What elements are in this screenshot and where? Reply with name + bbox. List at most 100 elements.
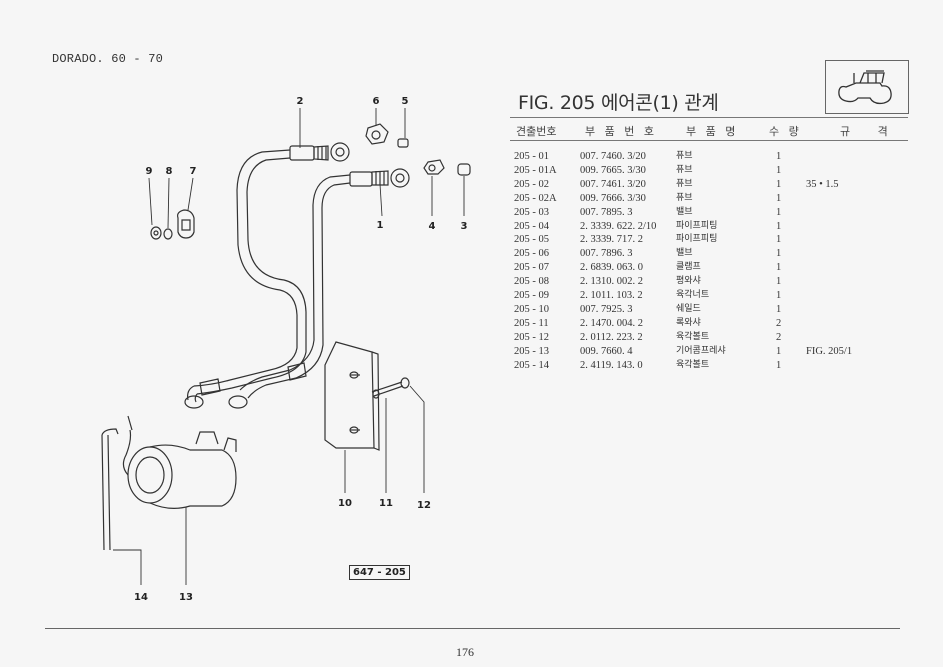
- footer-rule: [45, 628, 900, 629]
- col-header-part-number: 부 품 번 호: [585, 125, 657, 138]
- washer-8: [163, 228, 173, 240]
- part-name-cell: 평와샤: [676, 276, 701, 287]
- table-row: 205 - 09 2. 1011. 103. 2 육각너트 1: [514, 289, 906, 303]
- diagram-reference-code: 647 - 205: [349, 565, 410, 580]
- part-name-cell: 육각볼트: [676, 331, 710, 342]
- bolt-12: [371, 377, 410, 397]
- quantity-cell: 1: [776, 192, 782, 204]
- ref-cell: 205 - 06: [514, 248, 549, 260]
- part-number-cell: 007. 7461. 3/20: [580, 178, 646, 190]
- part-name-cell: 파이프피팅: [676, 234, 718, 245]
- part-name-cell: 퓨브: [676, 164, 693, 175]
- callout-2: 2: [297, 96, 304, 107]
- quantity-cell: 1: [776, 206, 782, 218]
- part-name-cell: 록와샤: [676, 317, 701, 328]
- callout-3: 3: [461, 221, 468, 232]
- callout-9: 9: [146, 166, 153, 177]
- ref-cell: 205 - 12: [514, 331, 549, 343]
- spec-cell: 35 • 1.5: [806, 178, 839, 190]
- ref-cell: 205 - 01: [514, 151, 549, 162]
- part-number-cell: 2. 0112. 223. 2: [580, 331, 643, 343]
- nut-9: [150, 226, 162, 240]
- ref-cell: 205 - 13: [514, 345, 549, 357]
- ref-cell: 205 - 03: [514, 206, 549, 218]
- spec-cell: [806, 359, 906, 373]
- spec-cell: [806, 247, 906, 261]
- quantity-cell: 1: [776, 303, 782, 315]
- callout-5: 5: [402, 96, 409, 107]
- hose-1: [228, 168, 410, 409]
- header-rule: [510, 140, 908, 141]
- part-name-cell: 육각너트: [676, 290, 710, 301]
- model-label: DORADO. 60 - 70: [52, 52, 164, 66]
- part-number-cell: 009. 7660. 4: [580, 345, 633, 357]
- part-name-cell: 밸브: [676, 206, 693, 217]
- quantity-cell: 1: [776, 290, 782, 302]
- callout-6: 6: [373, 96, 380, 107]
- spec-cell: [806, 164, 906, 178]
- part-number-cell: 2. 1470. 004. 2: [580, 317, 643, 329]
- part-name-cell: 기어콤프레샤: [676, 345, 726, 356]
- spec-cell: [806, 233, 906, 247]
- page-number: 176: [456, 645, 474, 659]
- title-rule: [510, 117, 908, 118]
- table-row: 205 - 02A 009. 7666. 3/30 퓨브 1: [514, 192, 906, 206]
- lockwasher-11: [372, 389, 380, 399]
- col-header-quantity: 수 량: [769, 125, 802, 138]
- ref-cell: 205 - 05: [514, 234, 549, 246]
- ref-cell: 205 - 10: [514, 303, 549, 315]
- table-row: 205 - 02 007. 7461. 3/20 퓨브 1 35 • 1.5: [514, 178, 906, 192]
- part-number-cell: 007. 7925. 3: [580, 303, 633, 315]
- ref-cell: 205 - 02: [514, 178, 549, 190]
- quantity-cell: 1: [776, 151, 782, 162]
- col-header-spec: 규 격: [840, 125, 900, 138]
- belt-14: [101, 428, 119, 551]
- fitting-6: [365, 123, 389, 145]
- figure-title: FIG. 205 에어콘(1) 관계: [518, 92, 719, 114]
- callout-11: 11: [379, 498, 393, 509]
- part-name-cell: 쉐일드: [676, 303, 701, 314]
- part-name-cell: 퓨브: [676, 151, 693, 161]
- part-name-cell: 퓨브: [676, 178, 693, 189]
- fitting-5: [397, 138, 409, 148]
- ref-cell: 205 - 09: [514, 290, 549, 302]
- hose-2: [184, 142, 350, 409]
- part-number-cell: 2. 3339. 717. 2: [580, 234, 643, 246]
- part-number-cell: 007. 7460. 3/20: [580, 151, 646, 162]
- callout-7: 7: [190, 166, 197, 177]
- ref-cell: 205 - 01A: [514, 164, 557, 176]
- callout-14: 14: [134, 592, 148, 603]
- clamp-7: [177, 209, 195, 239]
- part-number-cell: 2. 1011. 103. 2: [580, 290, 643, 302]
- part-number-cell: 009. 7665. 3/30: [580, 164, 646, 176]
- callout-4: 4: [429, 221, 436, 232]
- ref-cell: 205 - 08: [514, 276, 549, 288]
- quantity-cell: 2: [776, 317, 782, 329]
- callout-10: 10: [338, 498, 352, 509]
- ref-cell: 205 - 02A: [514, 192, 557, 204]
- table-row: 205 - 10 007. 7925. 3 쉐일드 1: [514, 303, 906, 317]
- part-number-cell: 2. 1310. 002. 2: [580, 276, 643, 288]
- spec-cell: [806, 289, 906, 303]
- ref-cell: 205 - 07: [514, 262, 549, 274]
- spec-cell: [806, 206, 906, 220]
- tractor-icon: [825, 60, 909, 114]
- valve-3: [457, 163, 471, 176]
- quantity-cell: 1: [776, 164, 782, 176]
- callout-13: 13: [179, 592, 193, 603]
- spec-cell: [806, 261, 906, 275]
- col-header-part-name: 부 품 명: [686, 125, 739, 138]
- spec-cell: [806, 150, 906, 164]
- quantity-cell: 1: [776, 178, 782, 190]
- spec-cell: [806, 192, 906, 206]
- spec-cell: [806, 317, 906, 331]
- part-number-cell: 009. 7666. 3/30: [580, 192, 646, 204]
- col-header-ref: 견출번호: [516, 125, 557, 138]
- part-name-cell: 퓨브: [676, 192, 693, 203]
